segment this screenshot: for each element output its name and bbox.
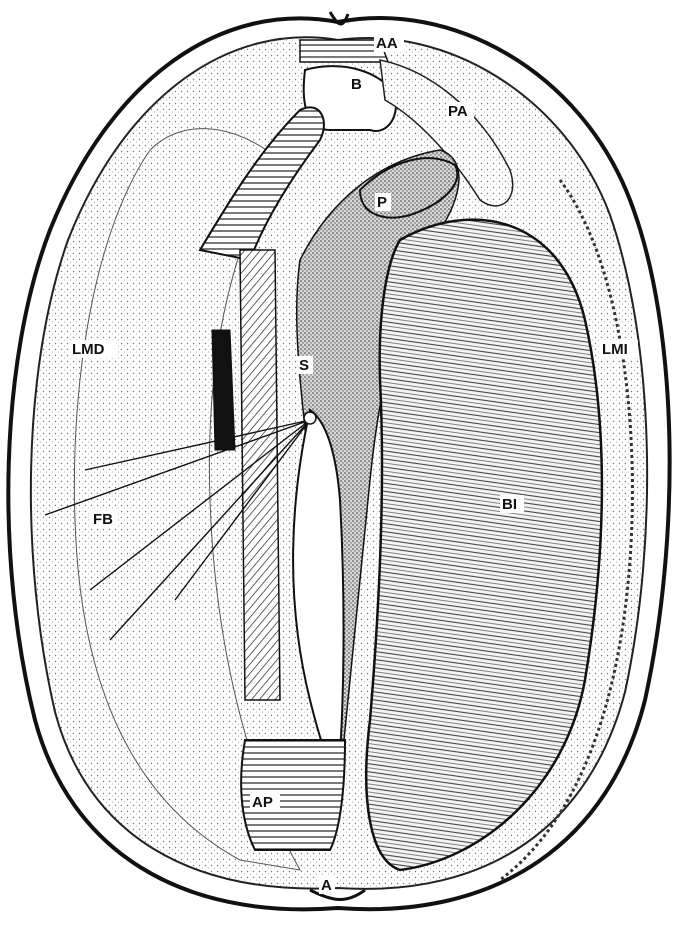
label-aa: AA	[374, 34, 404, 52]
label-s: S	[297, 356, 313, 374]
svg-text:B: B	[351, 76, 362, 93]
label-lmi: LMI	[600, 340, 638, 358]
svg-text:AP: AP	[252, 794, 273, 811]
svg-text:A: A	[321, 877, 332, 894]
label-lmd: LMD	[70, 340, 116, 358]
label-bi: BI	[500, 495, 524, 513]
svg-text:PA: PA	[448, 103, 468, 120]
svg-text:P: P	[377, 194, 387, 211]
label-fb: FB	[91, 510, 117, 528]
svg-text:LMI: LMI	[602, 341, 628, 358]
svg-text:FB: FB	[93, 511, 113, 528]
fiber-origin	[304, 412, 316, 424]
label-ap: AP	[250, 793, 280, 811]
svg-text:LMD: LMD	[72, 341, 105, 358]
svg-text:AA: AA	[376, 35, 398, 52]
svg-text:BI: BI	[502, 496, 517, 513]
svg-text:S: S	[299, 357, 309, 374]
label-b: B	[349, 75, 365, 93]
label-pa: PA	[446, 102, 474, 120]
label-a: A	[319, 876, 335, 894]
label-p: P	[375, 193, 391, 211]
